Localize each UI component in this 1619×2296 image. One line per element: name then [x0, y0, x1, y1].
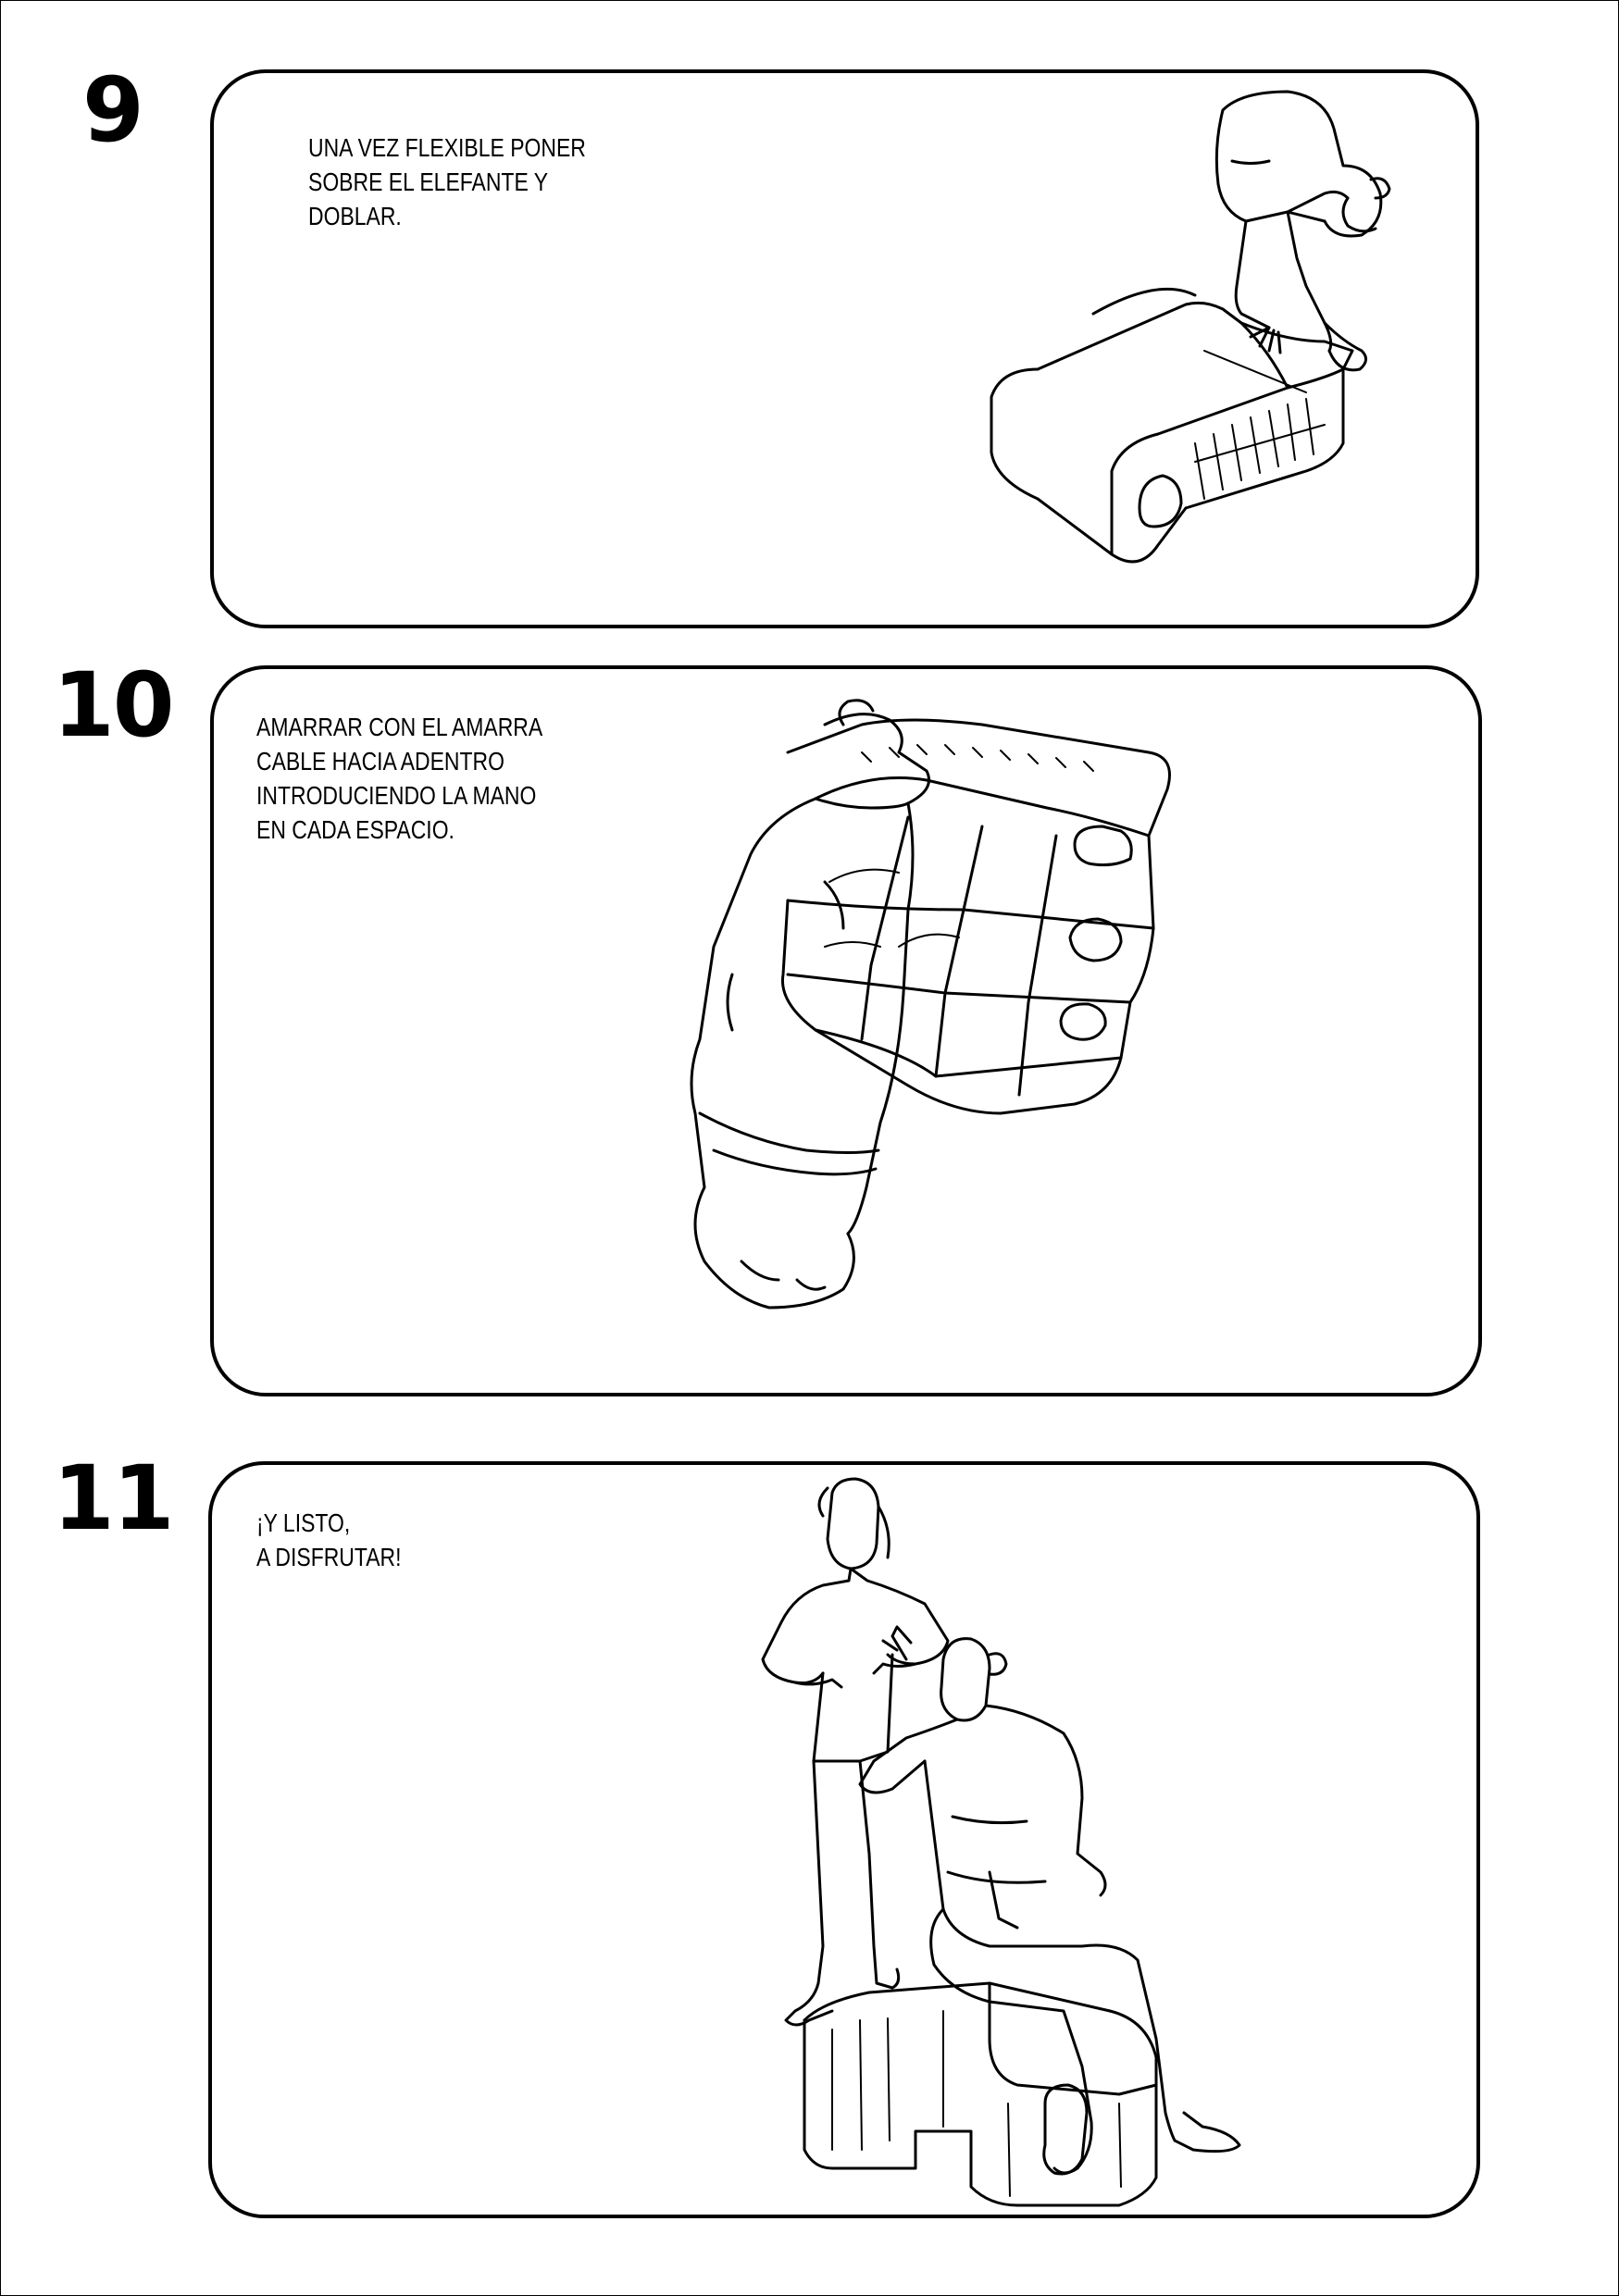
- step-11-number: 11: [53, 1454, 173, 1543]
- step-11-caption: ¡Y LISTO, A DISFRUTAR!: [256, 1506, 401, 1574]
- step-10-panel: AMARRAR CON EL AMARRA CABLE HACIA ADENTR…: [210, 665, 1482, 1396]
- step-10-caption: AMARRAR CON EL AMARRA CABLE HACIA ADENTR…: [256, 710, 542, 847]
- step-9-panel: UNA VEZ FLEXIBLE PONER SOBRE EL ELEFANTE…: [210, 69, 1479, 628]
- step-11-illustration: [712, 1465, 1480, 2218]
- step-9-number: 9: [82, 66, 143, 155]
- step-9-illustration: [806, 73, 1479, 628]
- step-9-caption: UNA VEZ FLEXIBLE PONER SOBRE EL ELEFANTE…: [308, 130, 586, 233]
- step-10-number: 10: [53, 661, 173, 750]
- step-10-illustration: [630, 669, 1482, 1396]
- step-11-panel: ¡Y LISTO, A DISFRUTAR!: [208, 1461, 1480, 2218]
